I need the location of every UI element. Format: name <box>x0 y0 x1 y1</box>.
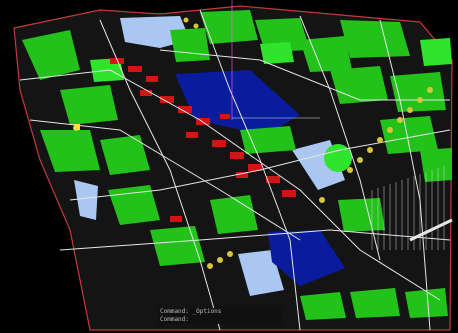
hatched-area <box>371 166 445 250</box>
white-bar <box>409 218 453 242</box>
marker <box>74 124 80 130</box>
tree-rows <box>73 17 433 269</box>
reservoir-area-bottom <box>268 230 345 286</box>
command-line[interactable]: Command: _Options Command: <box>158 308 282 324</box>
water-area-left <box>74 180 98 220</box>
command-line-row-1: Command: _Options <box>160 308 222 315</box>
command-line-row-2: Command: <box>160 316 189 323</box>
